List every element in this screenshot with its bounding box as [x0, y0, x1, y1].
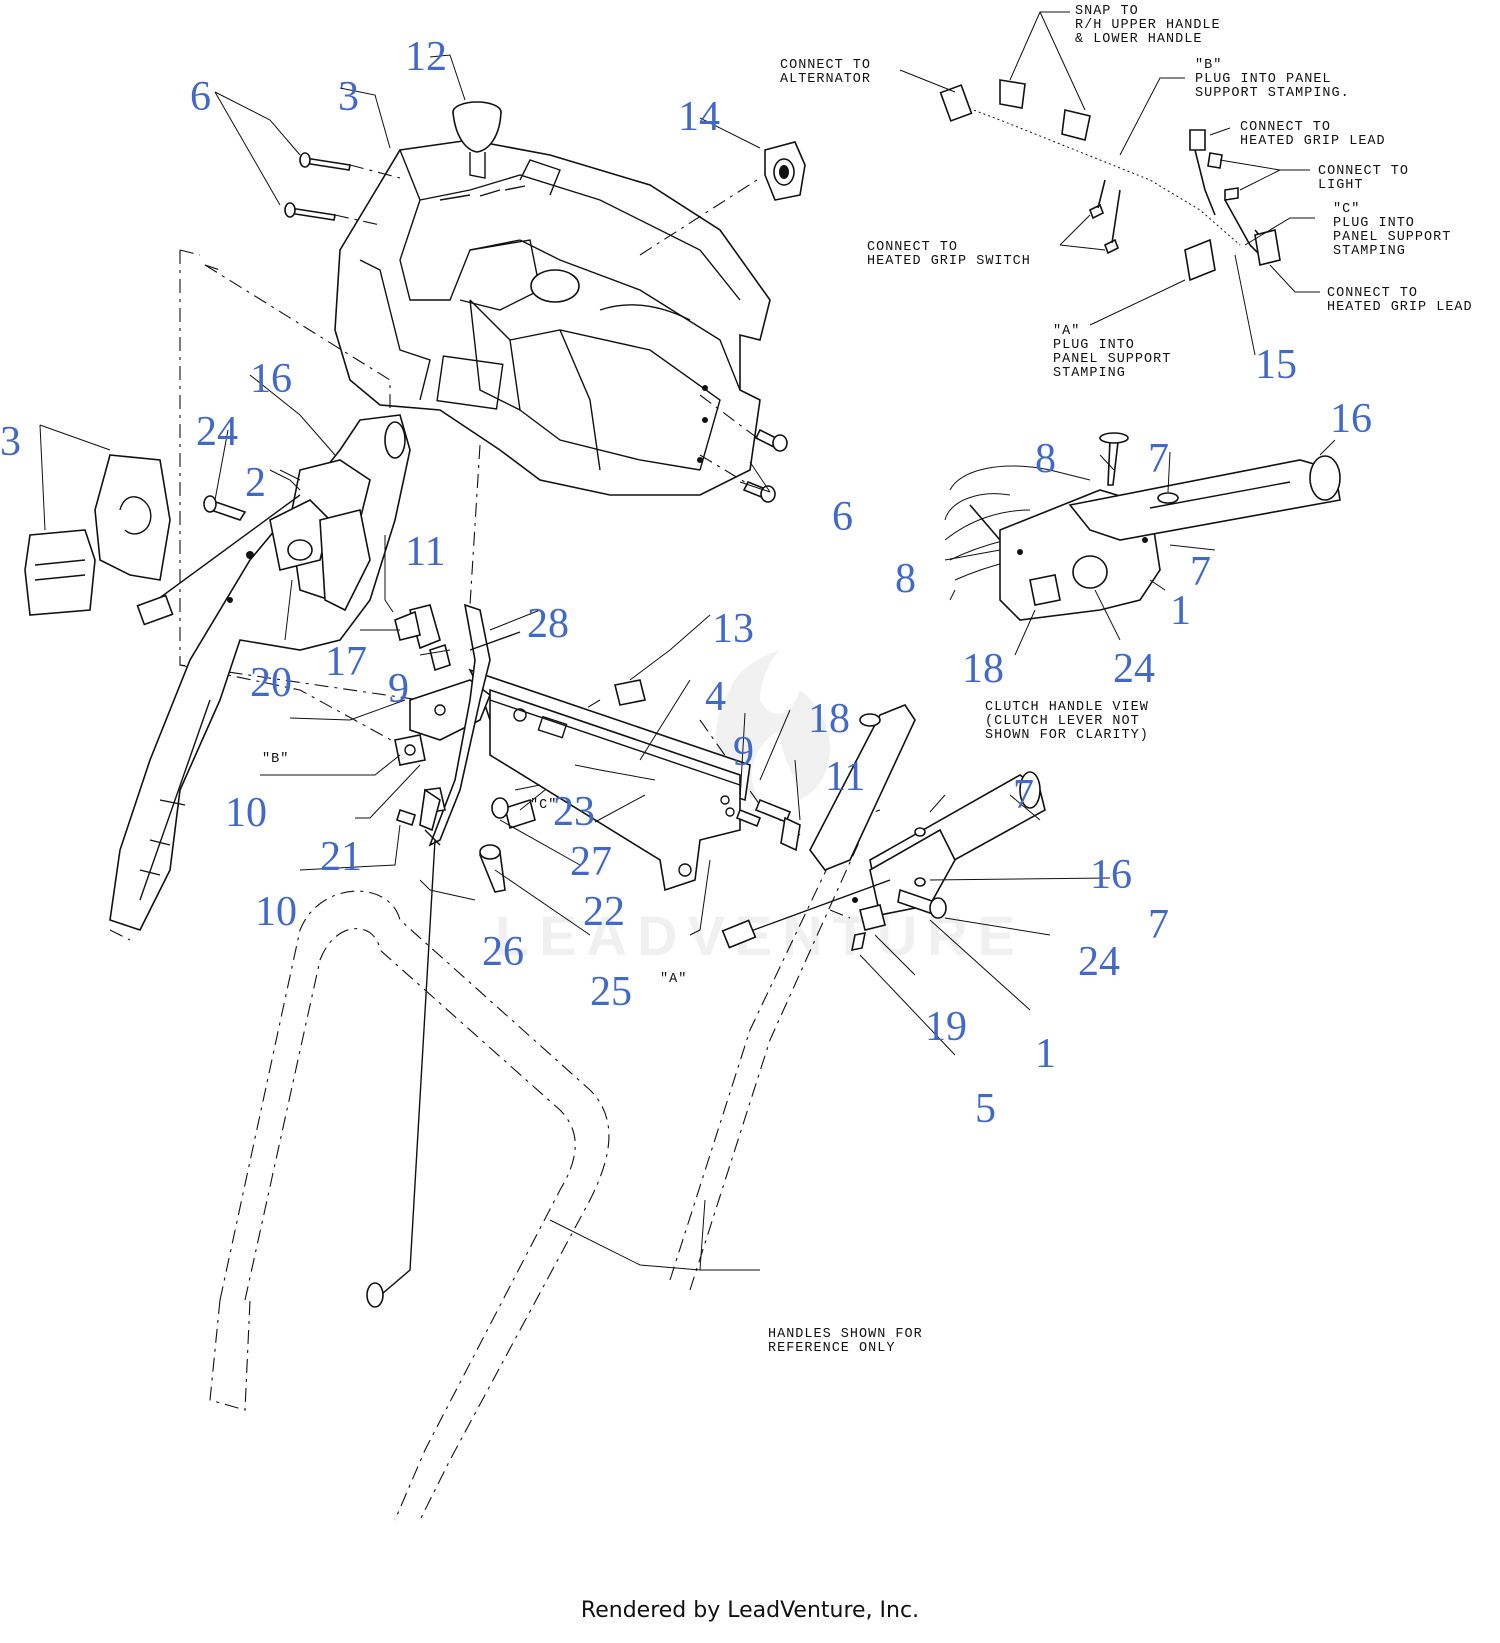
control-cable [366, 829, 441, 1308]
callout-3: 3 [0, 419, 21, 465]
callout-28: 28 [527, 601, 569, 647]
callout-9: 9 [733, 729, 754, 775]
callout-8: 8 [1035, 436, 1056, 482]
callout-10: 10 [225, 790, 267, 836]
callout-7: 7 [1190, 549, 1211, 595]
callout-1: 1 [1035, 1031, 1056, 1077]
headlight [24, 424, 171, 616]
outlet-part [764, 141, 806, 201]
screws-6-left [284, 152, 351, 221]
callout-4: 4 [705, 674, 726, 720]
control-panel-housing [334, 139, 771, 496]
callout-16: 16 [1330, 396, 1372, 442]
callout-7: 7 [1148, 436, 1169, 482]
callout-12: 12 [405, 34, 447, 80]
callout-18: 18 [808, 696, 850, 742]
callout-24: 24 [196, 409, 238, 455]
callout-13: 13 [712, 606, 754, 652]
small-parts [394, 604, 801, 893]
callout-7: 7 [1148, 902, 1169, 948]
note-handles-ref: HANDLES SHOWN FOR REFERENCE ONLY [768, 1327, 932, 1356]
callout-24: 24 [1078, 939, 1120, 985]
panel-support [394, 668, 751, 892]
callout-19: 19 [925, 1004, 967, 1050]
right-handle-assembly [721, 704, 1111, 1056]
callout-11: 11 [405, 529, 445, 575]
reference-handles [109, 809, 881, 1521]
callout-6: 6 [832, 494, 853, 540]
leader-lines [214, 54, 801, 936]
callout-9: 9 [388, 666, 409, 712]
callout-26: 26 [482, 929, 524, 975]
callout-17: 17 [325, 639, 367, 685]
point-label-a: "A" [660, 972, 687, 987]
callout-14: 14 [678, 94, 720, 140]
callout-10: 10 [255, 889, 297, 935]
wiring-harness [899, 11, 1320, 356]
callout-27: 27 [570, 839, 612, 885]
callout-2: 2 [245, 460, 266, 506]
note-plug-a: "A" PLUG INTO PANEL SUPPORT STAMPING [1053, 324, 1180, 381]
callout-7: 7 [1013, 772, 1034, 818]
callout-16: 16 [1090, 852, 1132, 898]
note-heated-grip-lead-1: CONNECT TO HEATED GRIP LEAD [1240, 120, 1386, 149]
note-heated-grip-lead-2: CONNECT TO HEATED GRIP LEAD [1327, 286, 1473, 315]
note-clutch-view: CLUTCH HANDLE VIEW (CLUTCH LEVER NOT SHO… [985, 700, 1158, 743]
note-heated-grip-switch: CONNECT TO HEATED GRIP SWITCH [867, 240, 1031, 269]
footer-credit: Rendered by LeadVenture, Inc. [580, 1598, 920, 1623]
callout-6: 6 [190, 74, 211, 120]
control-lever [428, 603, 521, 847]
callout-5: 5 [975, 1086, 996, 1132]
callout-8: 8 [895, 556, 916, 602]
callout-3: 3 [338, 74, 359, 120]
point-label-b: "B" [262, 752, 289, 767]
note-snap: SNAP TO R/H UPPER HANDLE & LOWER HANDLE [1075, 4, 1230, 47]
callout-16: 16 [250, 356, 292, 402]
left-handle-assembly [109, 374, 411, 931]
note-plug-b: "B" PLUG INTO PANEL SUPPORT STAMPING. [1195, 58, 1350, 101]
callout-15: 15 [1255, 342, 1297, 388]
note-alternator: CONNECT TO ALTERNATOR [780, 58, 880, 87]
point-label-c: "C" [530, 798, 557, 813]
note-plug-c: "C" PLUG INTO PANEL SUPPORT STAMPING [1333, 202, 1460, 259]
callout-20: 20 [250, 660, 292, 706]
callout-1: 1 [1170, 588, 1191, 634]
callout-23: 23 [553, 789, 595, 835]
notes: SNAP TO R/H UPPER HANDLE & LOWER HANDLE … [262, 4, 1473, 1356]
callout-25: 25 [590, 969, 632, 1015]
callout-21: 21 [320, 834, 362, 880]
callouts: 3 3 6 6 12 14 15 16 16 16 24 24 24 2 11 … [0, 34, 1372, 1132]
shift-knob [452, 101, 502, 179]
callout-18: 18 [962, 646, 1004, 692]
clutch-handle-view [944, 432, 1341, 656]
note-light: CONNECT TO LIGHT [1318, 164, 1418, 193]
callout-11: 11 [825, 754, 865, 800]
callout-22: 22 [583, 889, 625, 935]
callout-24: 24 [1113, 646, 1155, 692]
